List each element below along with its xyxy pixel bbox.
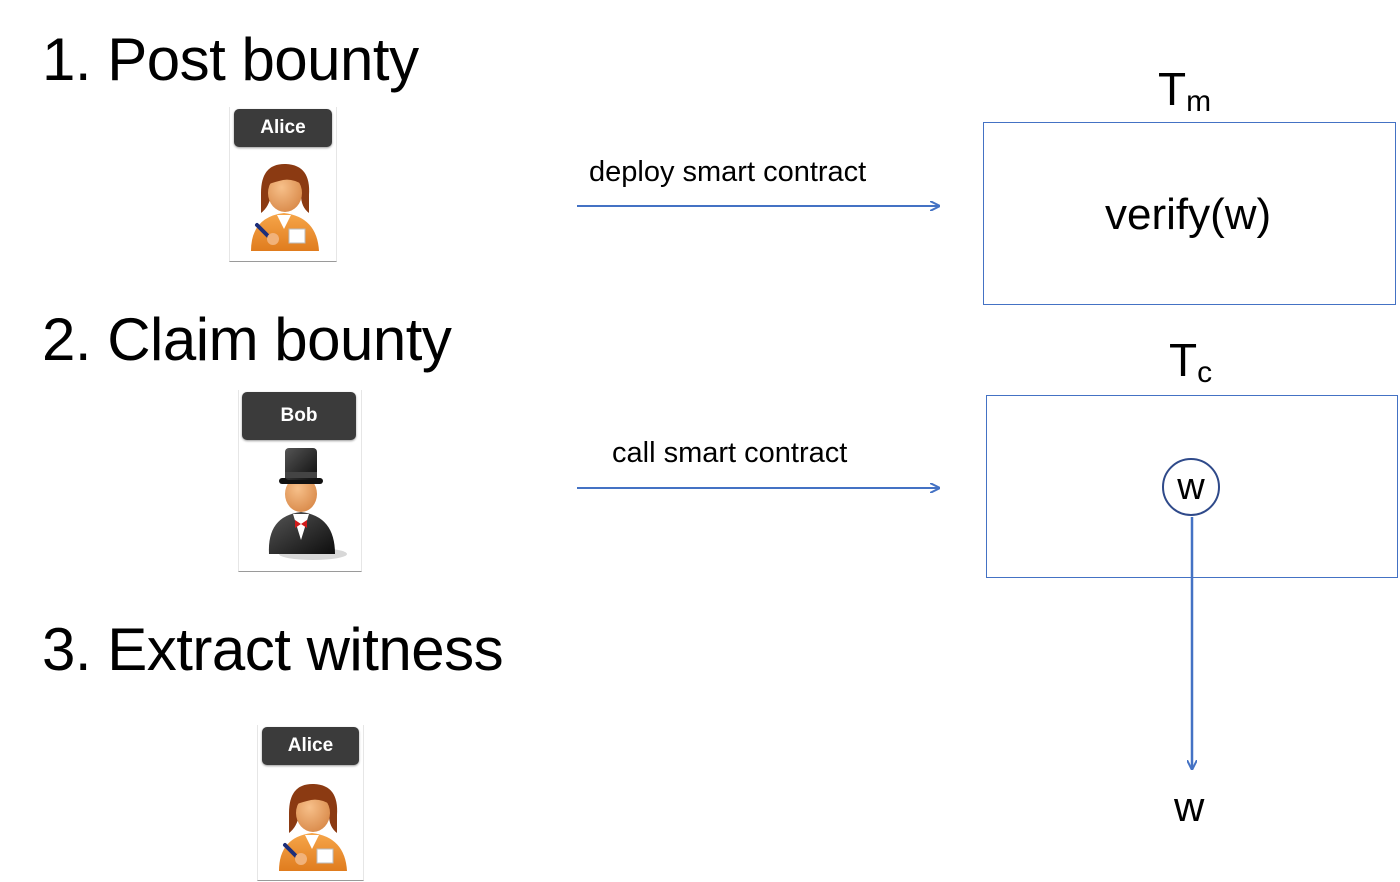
bob-avatar-icon [268, 448, 347, 560]
alice-card-extract: Alice [257, 725, 364, 881]
step-2-heading: 2. Claim bounty [42, 306, 452, 373]
witness-circle: w [1162, 458, 1220, 516]
alice-card-post: Alice [229, 107, 337, 262]
tx-mint-subscript: m [1186, 85, 1212, 118]
actor-badge: Alice [262, 727, 359, 765]
tx-mint-symbol: T [1158, 63, 1187, 115]
verify-function-label: verify(w) [1105, 190, 1272, 239]
tx-claim-label: Tc [1169, 334, 1212, 388]
step-3-heading: 3. Extract witness [42, 616, 504, 683]
bob-card-claim: Bob [238, 390, 362, 572]
alice-avatar-icon [279, 783, 347, 871]
deploy-arrow-label: deploy smart contract [589, 156, 867, 188]
tx-mint-label: Tm [1158, 63, 1211, 117]
tx-claim-subscript: c [1197, 356, 1213, 389]
actor-badge: Alice [234, 109, 332, 147]
step-1-heading: 1. Post bounty [42, 26, 419, 93]
actor-badge: Bob [242, 392, 356, 440]
alice-avatar-icon [251, 163, 319, 251]
tx-claim-symbol: T [1169, 334, 1198, 386]
tx-mint-box [983, 122, 1396, 305]
extracted-witness: w [1174, 783, 1205, 830]
call-arrow-label: call smart contract [612, 437, 848, 469]
